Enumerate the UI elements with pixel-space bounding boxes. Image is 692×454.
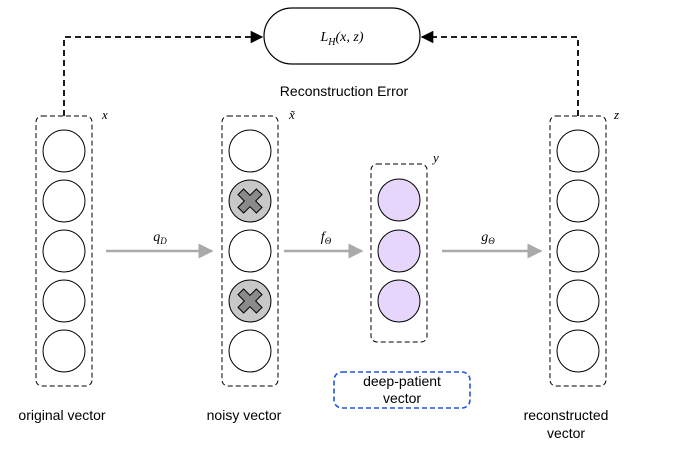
input-node [42, 129, 86, 173]
reconstructed-vector-label-line1: reconstructed [524, 407, 609, 423]
feedback-arrow-left [63, 30, 264, 116]
cross-icon [237, 288, 263, 314]
deep-patient-label-box [333, 371, 471, 409]
output-node [556, 229, 600, 273]
hidden-node [377, 229, 421, 273]
reconstructed-vector-label-line2: vector [547, 425, 585, 441]
noisy-vector-column: x̃ noisy vector [207, 107, 296, 423]
decoder-arrow: gΘ [442, 230, 543, 259]
deep-patient-label-line1: deep-patient [363, 373, 441, 389]
decoder-arrow-label: gΘ [481, 230, 495, 246]
output-node [556, 179, 600, 223]
reconstruction-error-label: Reconstruction Error [280, 83, 409, 99]
corruption-arrow: qD [106, 230, 214, 259]
noisy-vector-symbol: x̃ [288, 107, 296, 122]
original-vector-column: x original vector [18, 107, 108, 423]
input-node [42, 179, 86, 223]
hidden-node [377, 279, 421, 323]
corruption-arrow-label: qD [153, 230, 167, 246]
deep-patient-label-line2: vector [383, 390, 421, 406]
output-node [556, 129, 600, 173]
corrupted-node [228, 279, 272, 323]
input-node [42, 279, 86, 323]
original-vector-symbol: x [101, 107, 108, 122]
loss-function-box: LH(x, z) [263, 7, 421, 65]
output-node [556, 279, 600, 323]
input-node [42, 329, 86, 373]
output-node [556, 329, 600, 373]
hidden-node [377, 178, 421, 222]
encoder-arrow-label: fΘ [321, 230, 332, 246]
reconstructed-vector-symbol: z [613, 107, 619, 122]
original-vector-label: original vector [18, 407, 105, 423]
cross-icon [237, 188, 263, 214]
noisy-vector-label: noisy vector [207, 407, 282, 423]
reconstructed-vector-column: z reconstructed vector [524, 107, 619, 441]
noisy-node [228, 329, 272, 373]
loss-function-label: LH(x, z) [319, 30, 363, 48]
input-node [42, 229, 86, 273]
noisy-node [228, 229, 272, 273]
feedback-arrow-right [420, 30, 579, 116]
encoder-arrow: fΘ [284, 230, 364, 259]
noisy-node [228, 129, 272, 173]
deep-patient-vector-symbol: y [431, 150, 439, 165]
deep-patient-vector-column: y deep-patient vector [333, 150, 471, 409]
corrupted-node [228, 179, 272, 223]
